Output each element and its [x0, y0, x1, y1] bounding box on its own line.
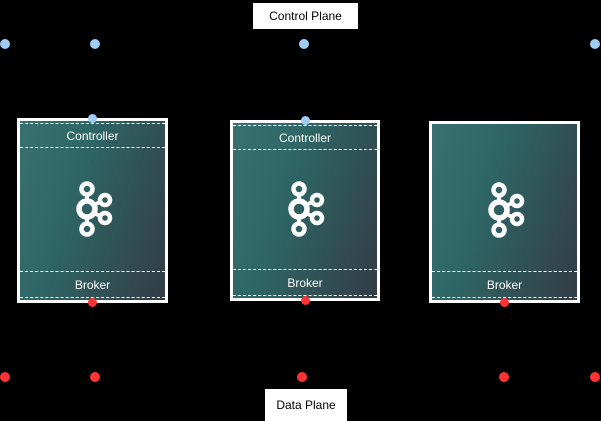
control-connection-point [0, 39, 10, 49]
control-connection-point [299, 39, 309, 49]
data-connection-point [499, 372, 509, 382]
kafka-node-3: Broker [429, 121, 580, 307]
data-connection-point [88, 298, 97, 307]
kafka-icon [487, 182, 524, 238]
data-plane-label: Data Plane [265, 389, 347, 421]
broker-section: Broker [20, 271, 165, 298]
controller-section: Controller [20, 123, 165, 148]
data-connection-point [297, 372, 307, 382]
data-connection-point [90, 372, 100, 382]
data-connection-point [500, 298, 509, 307]
kafka-icon [75, 180, 112, 237]
controller-section: Controller [233, 125, 377, 150]
control-connection-point [590, 39, 600, 49]
broker-section: Broker [233, 269, 377, 296]
control-connection-point [90, 39, 100, 49]
kafka-icon [288, 180, 325, 237]
kafka-node-2: Controller Broker [230, 116, 380, 305]
control-connection-point [88, 114, 97, 123]
control-connection-point [300, 116, 310, 125]
broker-section: Broker [432, 271, 577, 298]
control-plane-label: Control Plane [253, 3, 358, 29]
data-connection-point [590, 372, 600, 382]
data-connection-point [300, 296, 310, 305]
kafka-node-1: Controller Broker [17, 114, 168, 307]
data-connection-point [0, 372, 10, 382]
